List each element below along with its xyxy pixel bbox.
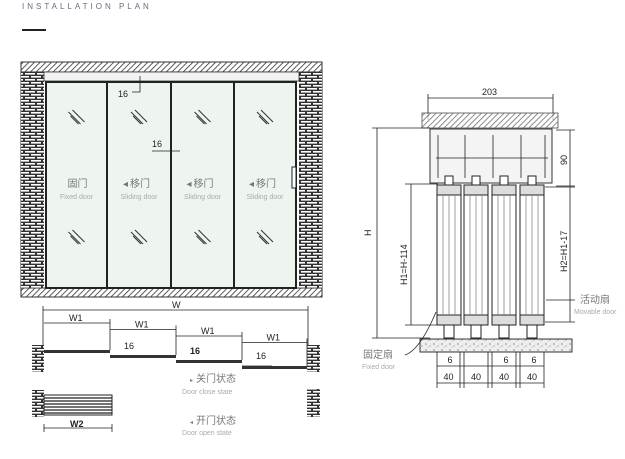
stacked-panels <box>43 394 113 416</box>
svg-text:Door open state: Door open state <box>182 430 232 437</box>
dim-40: 40 <box>499 372 509 382</box>
plan-panel-4 <box>242 366 307 369</box>
panel-label-en: Sliding door <box>121 194 159 201</box>
door-panel-3: ◂移门 Sliding door <box>170 81 235 289</box>
dim-203: 203 <box>482 87 497 97</box>
glass-reflection-icon <box>68 109 85 125</box>
dim-w1-line <box>242 338 308 366</box>
dim-overlap: 16 <box>124 341 134 351</box>
slide-arrow-icon: ◂ <box>249 179 254 190</box>
dim-6: 6 <box>503 355 508 365</box>
glass-reflection-icon <box>130 109 148 125</box>
panel-label-cn: 移门 <box>256 177 276 190</box>
movable-door-profile <box>463 175 489 339</box>
glass-reflection-icon <box>194 229 211 245</box>
door-handle <box>291 166 297 189</box>
dim-overlap: 16 <box>256 351 266 361</box>
dim-h1: H1=H-114 <box>399 244 409 285</box>
page-title: INSTALLATION PLAN <box>22 2 152 11</box>
dim-gap-mid: 16 <box>152 139 162 149</box>
left-wall-plan <box>32 345 44 372</box>
door-panel-1: 固门 Fixed door <box>45 81 108 289</box>
dim-w: W <box>172 300 181 310</box>
glass-reflection-icon <box>194 109 211 125</box>
dim-w1: W1 <box>69 313 83 323</box>
panel-label-en: Fixed door <box>60 194 94 201</box>
dim-h: H <box>363 230 373 237</box>
plan-panel-3 <box>176 360 242 363</box>
close-state-label: 关门状态 <box>196 372 236 385</box>
dim-6: 6 <box>531 355 536 365</box>
glass-reflection-icon <box>256 229 274 245</box>
dim-90: 90 <box>559 155 569 165</box>
svg-text:Movable door: Movable door <box>574 309 617 316</box>
door-panel-2: ◂移门 Sliding door <box>106 81 172 289</box>
svg-text:▸: ▸ <box>190 377 193 384</box>
svg-text:◂: ◂ <box>190 419 193 426</box>
dim-w1-line <box>110 325 177 355</box>
open-state-label: 开门状态 <box>196 414 236 427</box>
dim-w1: W1 <box>201 326 215 336</box>
floor-slab <box>419 338 573 353</box>
ceiling-hatch <box>20 61 323 73</box>
dim-6: 6 <box>447 355 452 365</box>
right-wall-plan <box>307 345 320 372</box>
svg-text:活动扇: 活动扇 <box>580 293 610 306</box>
movable-door-profile <box>519 175 545 339</box>
dim-w1: W1 <box>135 320 149 330</box>
dim-leader <box>132 76 141 93</box>
panel-label-cn: 移门 <box>194 177 214 190</box>
panel-label-en: Sliding door <box>184 194 222 201</box>
section-view: 203 H 90 H1=H-114 H2=H1-17 活动扇 Movable d… <box>362 87 617 388</box>
dim-h2: H2=H1-17 <box>559 231 569 272</box>
title-underline <box>22 29 46 31</box>
glass-reflection-icon <box>130 229 148 245</box>
panel-label-cn: 移门 <box>130 177 150 190</box>
dim-w1-line <box>176 332 243 360</box>
dim-40: 40 <box>527 372 537 382</box>
dim-w1: W1 <box>267 333 281 343</box>
dim-40: 40 <box>443 372 453 382</box>
left-wall <box>21 72 44 288</box>
plan-panel-2 <box>110 355 176 358</box>
plan-panel-1 <box>44 350 110 353</box>
slide-arrow-icon: ◂ <box>123 179 128 190</box>
panel-label-en: Sliding door <box>247 194 285 201</box>
glass-reflection-icon <box>68 229 85 245</box>
movable-door-profile <box>491 175 517 339</box>
fixed-door-profile <box>436 175 462 339</box>
svg-text:固定扇: 固定扇 <box>363 348 393 361</box>
glass-reflection-icon <box>256 109 274 125</box>
slide-arrow-icon: ◂ <box>187 179 192 190</box>
svg-text:Fixed door: Fixed door <box>362 364 396 371</box>
panel-label-cn: 固门 <box>68 177 88 190</box>
dim-w1-line <box>44 319 111 350</box>
dim-gap-top: 16 <box>118 89 128 99</box>
top-track <box>43 71 300 82</box>
dim-overlap: 16 <box>190 346 200 356</box>
right-wall <box>299 72 322 288</box>
floor-hatch <box>20 287 323 298</box>
dim-40: 40 <box>471 372 481 382</box>
door-panel-4: ◂移门 Sliding door <box>233 81 297 289</box>
svg-text:Door close state: Door close state <box>182 389 233 396</box>
dim-w2: W2 <box>70 419 84 429</box>
